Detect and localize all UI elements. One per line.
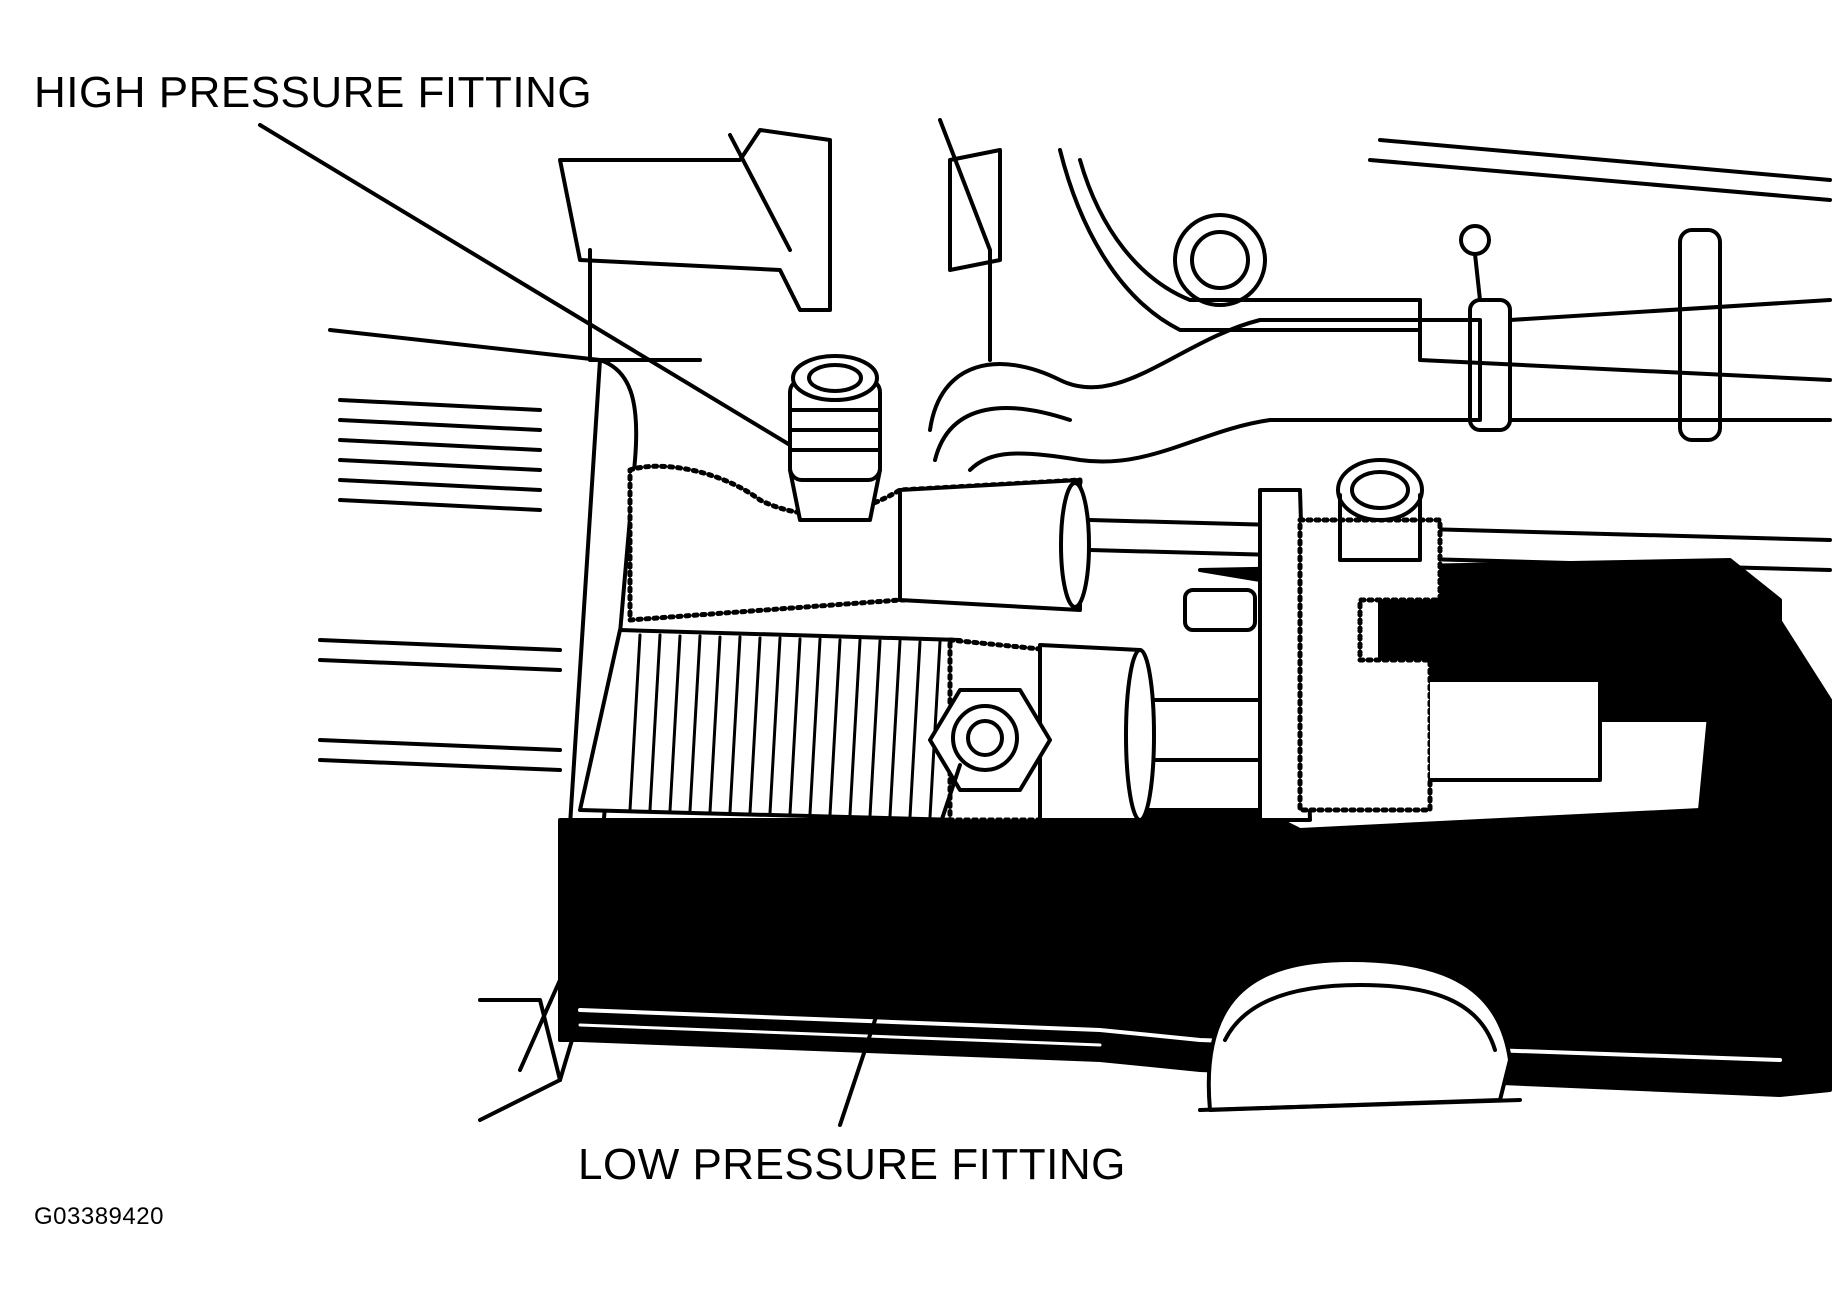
high-pressure-fitting: [788, 354, 882, 522]
high-pressure-line: [627, 463, 1091, 623]
high-pressure-leader: [258, 123, 792, 447]
corrugations: [628, 633, 942, 819]
upper-hose: [928, 224, 1832, 472]
reservoir-cap: [1198, 958, 1522, 1112]
left-cover: [318, 328, 639, 1122]
manifold-bracket: [1183, 458, 1602, 822]
low-pressure-leader: [838, 763, 962, 1127]
figure-id: G03389420: [34, 1203, 164, 1230]
high-pressure-fitting-label: HIGH PRESSURE FITTING: [34, 68, 593, 117]
low-pressure-fitting-label: LOW PRESSURE FITTING: [578, 1140, 1126, 1189]
low-pressure-line: [578, 628, 1156, 823]
leader-lines: [258, 123, 962, 1127]
upper-engine-outline: [558, 118, 1832, 382]
